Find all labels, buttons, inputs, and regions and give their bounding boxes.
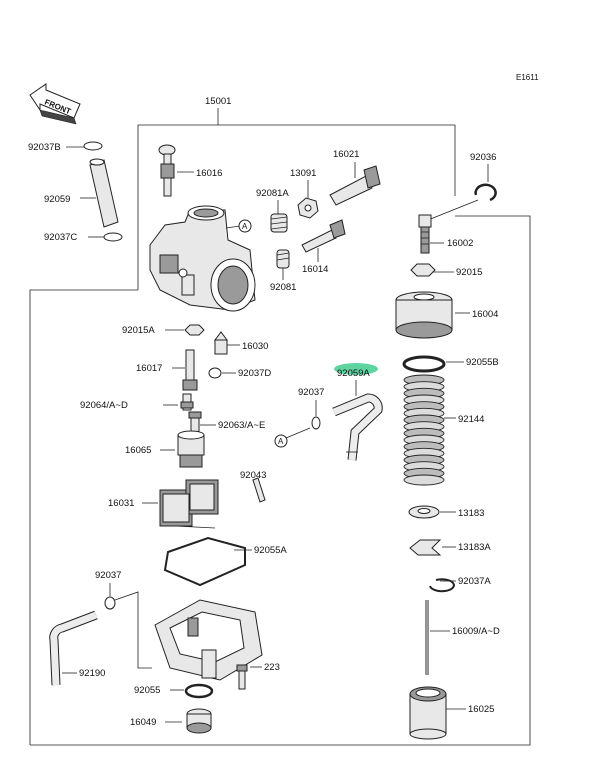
holder-16065 [177,430,205,468]
clip-92037A [429,578,455,593]
needle-jet-16017 [182,349,198,391]
oring-92055 [184,683,214,699]
gasket-92055A [163,536,246,587]
float-bowl [154,599,263,681]
label-92063: 92063/A~E [218,420,265,431]
label-16065: 16065 [125,445,151,456]
screw-16016 [158,144,176,197]
label-92043: 92043 [240,470,266,481]
ref-marker-a-mid-label: A [278,437,284,446]
clip-92037-lower [104,596,116,610]
label-16009: 16009/A~D [452,626,500,637]
clip-92037B [83,141,103,151]
spring-coil [403,474,445,486]
label-92037: 92037 [298,387,324,398]
diagram-code: E1611 [516,73,539,82]
label-92059A: 92059A [337,368,370,379]
hose-92190 [49,610,98,686]
hose-92059 [89,158,119,228]
float-16031 [159,479,219,529]
label-13183A: 13183A [458,542,491,553]
highlight-92059A [334,363,378,375]
clip-13183A [409,539,442,556]
clip-92037C [103,232,123,242]
clip-92036 [474,183,497,202]
spring-92081A [270,213,288,233]
label-92081: 92081 [270,282,296,293]
label-16004: 16004 [472,309,498,320]
label-16016: 16016 [196,168,222,179]
ref-marker-a-top [238,219,252,233]
label-92015: 92015 [456,267,482,278]
screw-223 [236,664,248,690]
label-92190: 92190 [79,668,105,679]
label-92037D: 92037D [238,368,271,379]
spring-92144 [403,374,445,486]
label-16014: 16014 [302,264,328,275]
screw-16014 [301,219,346,253]
label-92036: 92036 [470,152,496,163]
hose-92059A [332,393,383,461]
label-92037A: 92037A [458,576,491,587]
nut-13091 [297,197,319,219]
label-13183: 13183 [458,508,484,519]
nut-92015 [410,263,436,277]
washer-13183 [408,505,440,519]
oring-92055B [402,355,446,373]
clip-92037D [208,367,222,379]
pin-92043 [252,477,266,503]
throttle-valve-16025 [409,686,447,740]
label-13091: 13091 [290,168,316,179]
label-16021: 16021 [333,149,359,160]
carburetor-body-15001 [149,205,256,312]
label-16025: 16025 [468,704,494,715]
clip-92037 [311,416,321,430]
label-16049: 16049 [130,717,156,728]
front-arrow-icon: FRONT [29,83,81,125]
nut-92015A [184,324,205,336]
ref-marker-a-top-label: A [242,222,248,231]
label-16031: 16031 [108,498,134,509]
jet-92064 [180,393,194,411]
label-92037-lower: 92037 [95,570,121,581]
label-92144: 92144 [458,414,484,425]
ref-marker-a-mid [274,434,288,448]
screw-16021 [329,165,381,206]
spring-92081 [276,249,290,269]
label-16030: 16030 [242,341,268,352]
label-15001: 15001 [205,96,231,107]
label-92064: 92064/A~D [80,400,128,411]
label-92055: 92055 [134,685,160,696]
label-92055A: 92055A [254,545,287,556]
cable-adjuster-16002 [418,214,432,254]
label-92037B: 92037B [28,142,61,153]
label-92059: 92059 [44,194,70,205]
label-16002: 16002 [447,238,473,249]
label-92081A: 92081A [256,188,289,199]
label-92015A: 92015A [122,325,155,336]
label-92037C: 92037C [44,232,77,243]
label-16017: 16017 [136,363,162,374]
assembly-frame [29,108,531,746]
label-223: 223 [264,662,280,673]
plug-16049 [186,708,212,734]
jet-16030 [214,331,228,355]
label-92055B: 92055B [466,357,499,368]
cap-16004 [395,291,453,339]
